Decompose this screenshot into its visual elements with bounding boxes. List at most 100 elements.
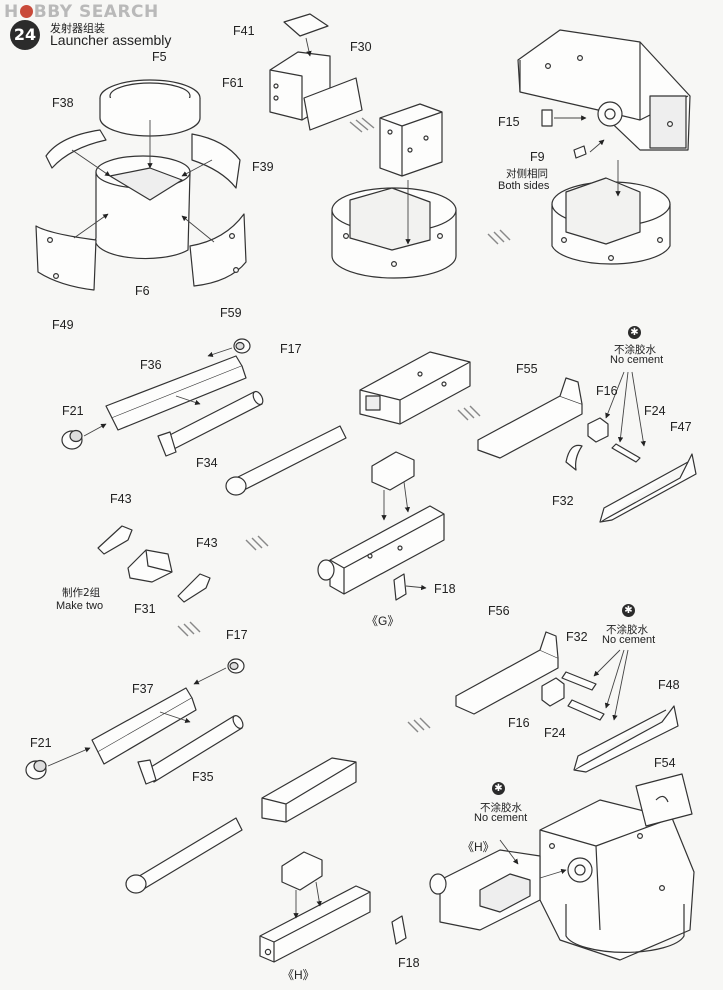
rail-b-assembly: [125, 757, 357, 894]
part-label-f35: F35: [192, 770, 214, 784]
tube-part-f34: [157, 390, 264, 457]
note-both-sides-chinese: 对侧相同: [506, 168, 548, 180]
part-label-f61: F61: [222, 76, 244, 90]
step-arrow-2: [487, 229, 511, 245]
bracket-part-f43-left: [97, 525, 133, 555]
part-label-f5: F5: [152, 50, 167, 64]
step-title: Launcher assembly: [50, 32, 172, 48]
block-part-f16-lower: [541, 677, 565, 707]
bracket-part-f43-right: [177, 573, 211, 603]
turret-ring-part-f5: [99, 79, 201, 137]
turret-drum-assembly: [331, 187, 457, 279]
tube-part-f35: [137, 715, 244, 785]
part-label-f30: F30: [350, 40, 372, 54]
step-arrow-3: [457, 405, 481, 421]
step-arrow-6: [407, 717, 431, 733]
no-cement-icon-upper: ✱: [628, 326, 641, 339]
small-part-f9: [573, 145, 587, 159]
no-cement-icon-lower: ✱: [492, 782, 505, 795]
part-label-f16-lower: F16: [508, 716, 530, 730]
launcher-mount-assembly: [517, 29, 691, 151]
drum-with-mount-assembly: [551, 177, 671, 265]
side-panel-f59: [189, 213, 247, 287]
lid-part-f41: [283, 13, 329, 37]
note-no-cement-lower: No cement: [474, 812, 528, 824]
sub-assembly-g: [317, 451, 445, 601]
panel-part-f30: [303, 77, 363, 131]
part-label-f6: F6: [135, 284, 150, 298]
note-no-cement-chinese-lower: 不涂胶水: [480, 802, 522, 814]
part-label-f41: F41: [233, 24, 255, 38]
side-panel-f39: [191, 133, 241, 189]
part-label-f18-lower: F18: [398, 956, 420, 970]
cap-part-f21-lower: [25, 759, 47, 780]
note-no-cement-upper: No cement: [610, 354, 664, 366]
part-label-f21-upper: F21: [62, 404, 84, 418]
no-cement-icon-middle: ✱: [622, 604, 635, 617]
sub-assembly-h: [259, 851, 407, 963]
part-label-f17-lower: F17: [226, 628, 248, 642]
part-label-f48: F48: [658, 678, 680, 692]
part-label-f24-upper: F24: [644, 404, 666, 418]
note-make-two: Make two: [56, 600, 104, 612]
part-label-f18-upper: F18: [434, 582, 456, 596]
block-part-f16-upper: [587, 417, 609, 443]
part-label-f36: F36: [140, 358, 162, 372]
part-label-f24-lower: F24: [544, 726, 566, 740]
small-part-f15: [541, 109, 553, 127]
part-label-f21-lower: F21: [30, 736, 52, 750]
rod-part-f24-upper: [611, 443, 641, 463]
group-label-h-upper: 《H》: [462, 840, 495, 854]
frame-part-f48: [573, 705, 679, 773]
note-both-sides: Both sides: [498, 180, 550, 192]
rod-part-f32-lower: [561, 671, 597, 691]
part-label-f15: F15: [498, 115, 520, 129]
part-label-f9: F9: [530, 150, 545, 164]
step-number-badge: 24: [10, 20, 40, 50]
part-label-f16-upper: F16: [596, 384, 618, 398]
frame-part-f47: [599, 453, 697, 523]
frame-part-f56: [455, 631, 559, 715]
part-label-f32-upper: F32: [552, 494, 574, 508]
note-no-cement-chinese-middle: 不涂胶水: [606, 624, 648, 636]
frame-part-f55: [477, 377, 583, 459]
clip-part-f32-upper: [565, 444, 583, 471]
hatch-box-assembly: [379, 103, 443, 177]
cap-part-f17-lower: [227, 658, 245, 674]
cap-part-f21-upper: [61, 429, 83, 450]
part-label-f55: F55: [516, 362, 538, 376]
part-label-f31: F31: [134, 602, 156, 616]
part-label-f43-right: F43: [196, 536, 218, 550]
final-turret-assembly: [539, 799, 695, 961]
note-no-cement-chinese-upper: 不涂胶水: [614, 344, 656, 356]
part-label-f38: F38: [52, 96, 74, 110]
part-label-f49: F49: [52, 318, 74, 332]
part-label-f56: F56: [488, 604, 510, 618]
step-arrow-4: [245, 535, 269, 551]
turret-base-part-f6: [94, 155, 191, 260]
group-label-h-lower: 《H》: [282, 968, 315, 982]
part-label-f54: F54: [654, 756, 676, 770]
cap-part-f17-upper: [233, 338, 251, 354]
part-label-f59: F59: [220, 306, 242, 320]
part-label-f37: F37: [132, 682, 154, 696]
group-label-g: 《G》: [366, 614, 400, 628]
bracket-part-f31: [127, 549, 173, 583]
rail-a-assembly: [225, 351, 471, 496]
sub-assembly-h-attached: [429, 849, 541, 931]
step-arrow-5: [177, 621, 201, 637]
shield-part-f54: [635, 773, 693, 827]
step-title-chinese: 发射器组装: [50, 22, 105, 35]
rail-part-f37: [91, 687, 197, 765]
rail-part-f36: [105, 355, 247, 431]
part-label-f17-upper: F17: [280, 342, 302, 356]
side-panel-f38: [45, 129, 107, 169]
note-no-cement-middle: No cement: [602, 634, 656, 646]
part-label-f39: F39: [252, 160, 274, 174]
step-arrow-1: [349, 117, 375, 133]
rod-part-f24-lower: [567, 699, 605, 721]
part-label-f47: F47: [670, 420, 692, 434]
